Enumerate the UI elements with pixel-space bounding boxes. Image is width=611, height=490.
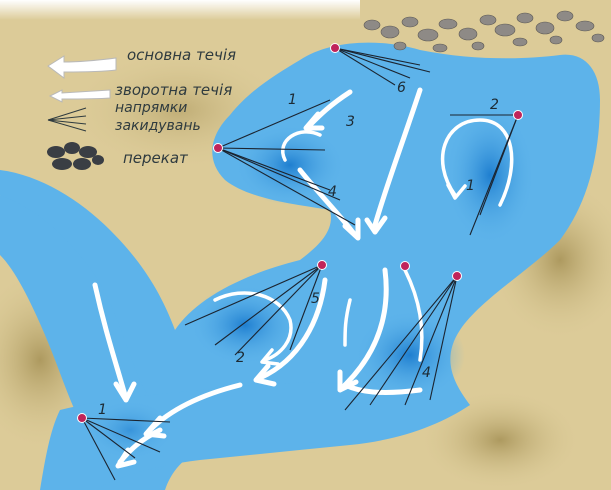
cast-point-bottom-left (78, 414, 87, 423)
label-4-bottom: 4 (422, 365, 431, 381)
legend-cast-line2: закидувань (115, 118, 201, 134)
top-fade (0, 0, 360, 20)
label-1-bottom: 1 (98, 402, 107, 418)
deep-pool-bottom (355, 310, 465, 400)
cast-point-right-lower (453, 272, 462, 281)
label-1-right: 1 (466, 178, 475, 194)
label-2-right: 2 (490, 97, 499, 113)
label-4-mid: 4 (328, 184, 337, 200)
label-3: 3 (346, 114, 355, 130)
label-2-left: 2 (236, 350, 245, 366)
cast-point-center (401, 262, 410, 271)
label-1-top: 1 (288, 92, 297, 108)
legend-return-current: зворотна течія (115, 81, 232, 99)
cast-point-right (514, 111, 523, 120)
cast-point-middle (318, 261, 327, 270)
label-6: 6 (397, 80, 406, 96)
label-5: 5 (311, 291, 320, 307)
legend-cast-line1: напрямки (115, 100, 187, 116)
legend-riffle: перекат (123, 149, 189, 167)
cast-point-left (214, 144, 223, 153)
cast-point-top (331, 44, 340, 53)
legend-main-current: основна течія (127, 46, 236, 64)
deep-pool-left (190, 285, 300, 365)
